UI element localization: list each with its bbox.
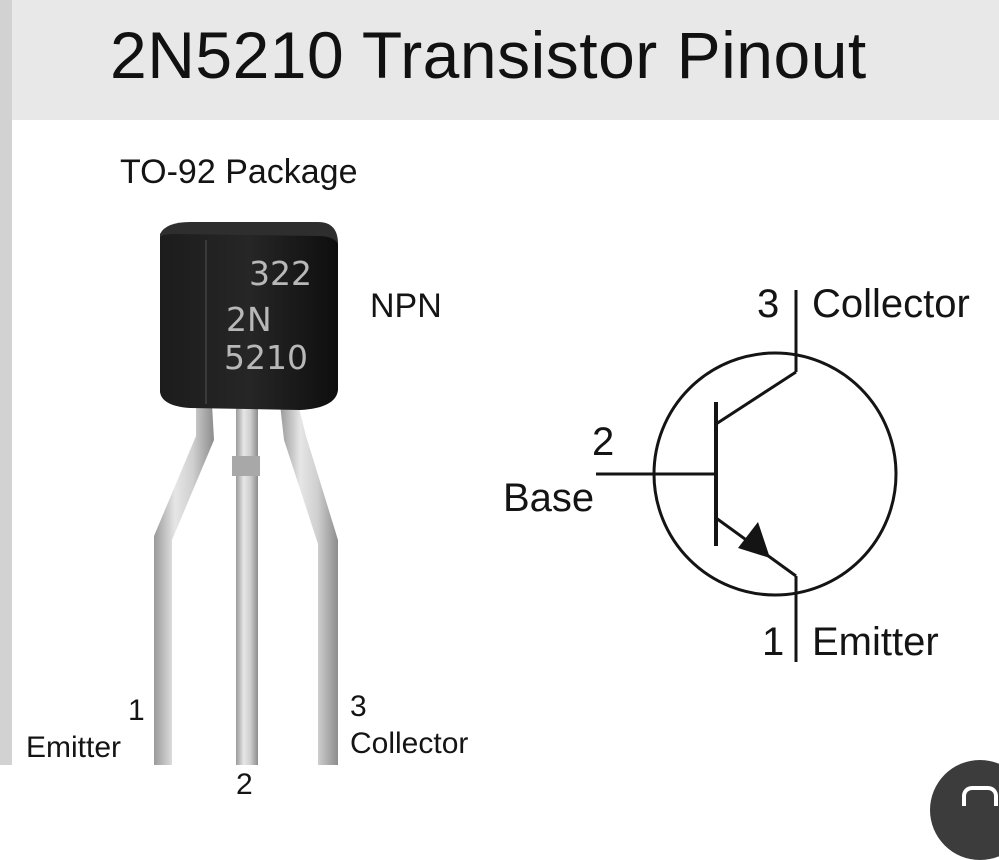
emitter-lead — [154, 404, 214, 766]
package-marking-line-3: 5210 — [224, 338, 308, 377]
package-body — [160, 234, 338, 410]
collector-lead — [280, 404, 338, 766]
symbol-collector-number: 3 — [757, 282, 780, 326]
pin-right-number: 3 — [350, 690, 367, 723]
pin-left-name: Emitter — [26, 731, 122, 764]
page-title: 2N5210 Transistor Pinout — [110, 18, 867, 92]
pin-left-number: 1 — [128, 694, 145, 727]
collector-diagonal — [715, 370, 797, 426]
pin-right-name: Collector — [350, 727, 469, 760]
npn-schematic-symbol — [596, 290, 898, 662]
to92-package-drawing — [154, 222, 338, 766]
base-lead — [236, 406, 258, 766]
symbol-collector-name: Collector — [812, 282, 970, 326]
symbol-base-number: 2 — [592, 420, 615, 464]
emitter-arrow-icon — [738, 522, 770, 558]
header-bar — [0, 0, 999, 120]
left-edge-bar — [0, 0, 12, 765]
package-marking-line-2: 2N — [226, 300, 272, 339]
package-label: TO-92 Package — [120, 153, 358, 191]
symbol-emitter-name: Emitter — [812, 620, 939, 664]
pin-middle-number: 2 — [236, 768, 253, 801]
symbol-base-name: Base — [503, 476, 595, 520]
transistor-type-label: NPN — [370, 287, 442, 325]
bottom-strip — [0, 765, 999, 799]
base-lead-notch — [232, 456, 260, 476]
package-marking-line-1: 322 — [249, 254, 312, 293]
symbol-emitter-number: 1 — [762, 620, 785, 664]
